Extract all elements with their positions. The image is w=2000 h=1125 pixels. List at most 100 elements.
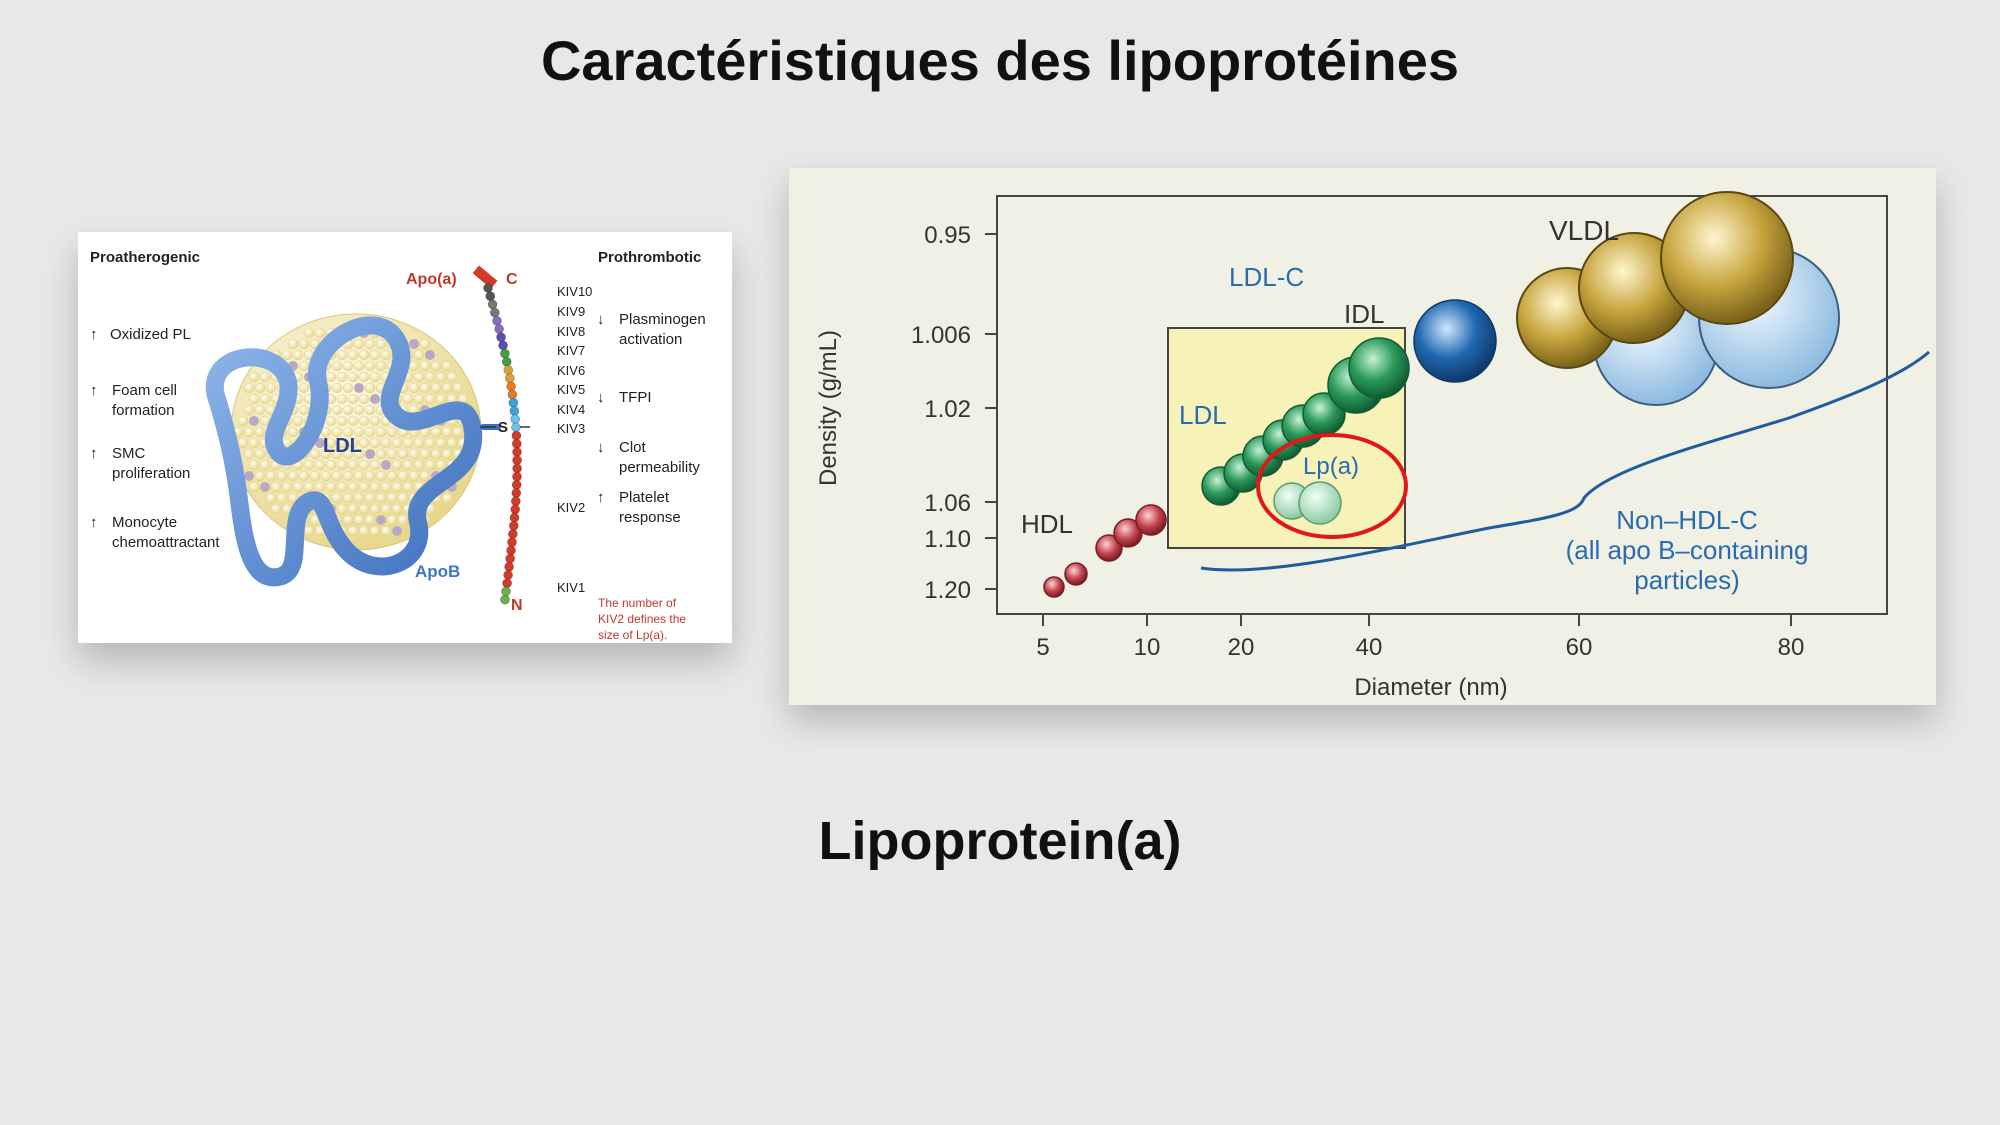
lipid-bead (298, 360, 310, 372)
lipid-bead (314, 481, 326, 493)
lipid-bead (325, 371, 337, 383)
lipid-bead (441, 382, 453, 394)
effect-label: Plasminogen (619, 311, 706, 328)
kringle-bead (504, 561, 514, 572)
n-terminal-label: N (511, 597, 523, 614)
y-tick-label: 1.10 (924, 526, 971, 553)
lipid-bead (303, 327, 315, 339)
lipid-bead (419, 470, 431, 482)
lipid-bead (298, 470, 310, 482)
lipid-bead (364, 448, 376, 460)
lipid-bead (347, 415, 359, 427)
lipid-bead (413, 437, 425, 449)
kringle-bead (505, 553, 515, 564)
lipid-bead (336, 393, 348, 405)
lipid-bead (254, 382, 266, 394)
x-tick-label: 80 (1778, 634, 1805, 661)
lipid-bead (265, 382, 277, 394)
lipid-bead (408, 360, 420, 372)
lipid-bead (386, 514, 398, 526)
lipid-bead (254, 426, 266, 438)
lipid-bead (287, 470, 299, 482)
lipid-bead (435, 393, 447, 405)
x-tick-label: 10 (1134, 634, 1161, 661)
lipid-bead (270, 481, 282, 493)
lipid-bead (314, 327, 326, 339)
lipid-bead (303, 481, 315, 493)
non-hdl-c-label: Non–HDL-C (all apo B–containing particle… (1566, 505, 1809, 595)
y-tick-label: 1.006 (911, 322, 971, 349)
lipid-bead (375, 470, 387, 482)
lipid-bead (243, 382, 255, 394)
lipid-bead (441, 492, 453, 504)
kringle-bead (508, 520, 519, 531)
lipid-bead (386, 448, 398, 460)
effect-arrow: ↑ (90, 445, 98, 462)
lipid-bead (424, 393, 436, 405)
effect-label: Foam cell (112, 382, 177, 399)
kringle-bead (496, 332, 506, 342)
kringle-bead (494, 324, 504, 334)
effect-label: chemoattractant (112, 534, 220, 551)
disulfide-label: S (498, 419, 508, 436)
x-tick-label: 20 (1228, 634, 1255, 661)
lipid-bead (369, 459, 381, 471)
kringle-bead (509, 512, 520, 523)
lipid-bead (342, 492, 354, 504)
kringle-bead (510, 414, 521, 424)
lipid-bead (358, 371, 370, 383)
lipid-bead (309, 470, 321, 482)
y-tick-label: 1.02 (924, 396, 971, 423)
x-tick-label: 60 (1566, 634, 1593, 661)
x-tick-label: 40 (1356, 634, 1383, 661)
ldl-c-label: LDL-C (1229, 262, 1304, 292)
lipid-bead (254, 470, 266, 482)
kringle-bead (510, 504, 521, 515)
lipid-bead (391, 437, 403, 449)
lipid-bead (419, 382, 431, 394)
lipid-bead (248, 415, 260, 427)
kringle-bead (508, 398, 519, 408)
kringle-label: KIV3 (557, 421, 585, 436)
effect-label: Platelet (619, 489, 670, 506)
lipid-bead (353, 338, 365, 350)
lipid-bead (364, 514, 376, 526)
kringle-bead (487, 299, 498, 310)
lipid-bead (369, 525, 381, 537)
kringle-bead (510, 496, 521, 507)
note-line: size of Lp(a). (598, 628, 667, 642)
lipid-bead (265, 492, 277, 504)
lipid-bead (369, 415, 381, 427)
effect-label: formation (112, 402, 175, 419)
effect-arrow: ↑ (90, 514, 98, 531)
lipid-bead (347, 371, 359, 383)
lpa-structure-svg: Proatherogenic Prothrombotic ↑ Oxidized … (90, 249, 706, 642)
lipid-bead (441, 426, 453, 438)
lpa-highlight-circle (1256, 433, 1408, 539)
x-tick-label: 5 (1036, 634, 1049, 661)
ldl-label: LDL (1179, 400, 1227, 430)
lipid-bead (309, 448, 321, 460)
lipid-bead (276, 470, 288, 482)
lipid-bead (259, 371, 271, 383)
lipid-bead (237, 415, 249, 427)
lipid-bead (430, 448, 442, 460)
kringle-bead (500, 348, 510, 359)
kringle-label: KIV1 (557, 580, 585, 595)
lipid-bead (364, 360, 376, 372)
lipid-bead (419, 360, 431, 372)
lipid-bead (347, 349, 359, 361)
kringle-bead (511, 430, 522, 441)
lipid-bead (336, 481, 348, 493)
kringle-bead (512, 463, 522, 474)
effect-arrow: ↑ (597, 489, 605, 506)
lipid-bead (292, 349, 304, 361)
lipid-bead (435, 459, 447, 471)
vldl-label: VLDL (1549, 215, 1619, 246)
lipid-bead (375, 492, 387, 504)
lipid-bead (380, 481, 392, 493)
lipid-bead (292, 415, 304, 427)
lipid-bead (441, 448, 453, 460)
lipid-bead (413, 459, 425, 471)
kringle-bead (504, 373, 515, 383)
